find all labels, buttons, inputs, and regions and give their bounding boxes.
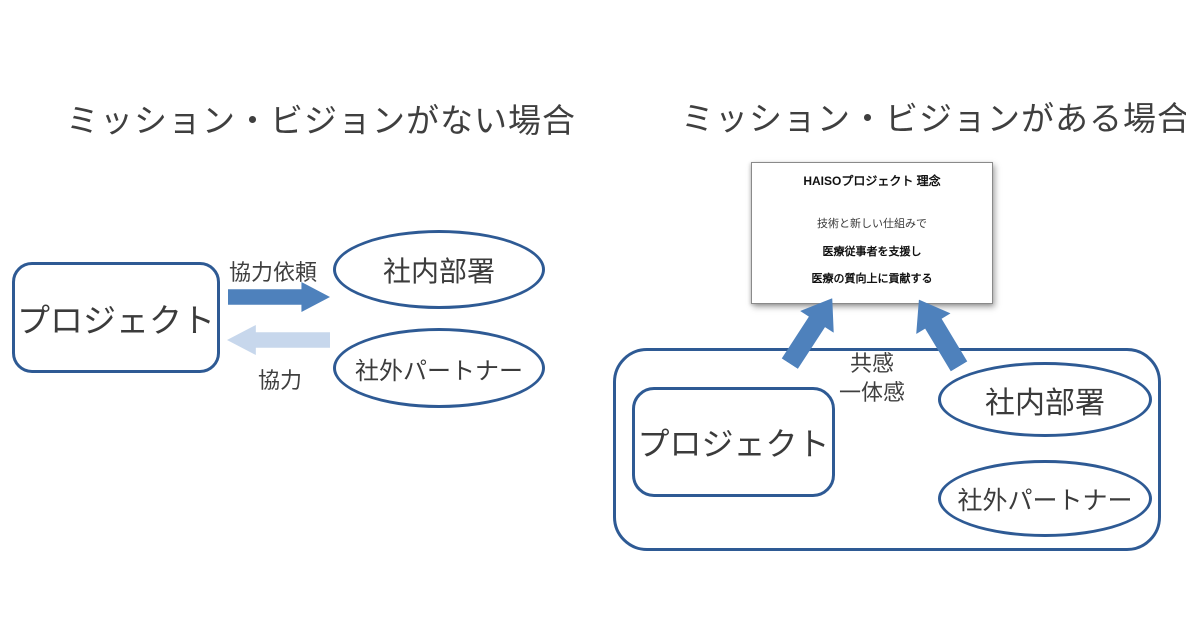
left-external-partner-ellipse: 社外パートナー	[333, 328, 545, 408]
right-project-box-label: プロジェクト	[637, 426, 830, 462]
right-external-partner-label: 社外パートナー	[957, 486, 1133, 515]
right-panel-title: ミッション・ビジョンがある場合	[681, 100, 1186, 137]
arrow-left-icon	[227, 325, 330, 355]
left-internal-dept-ellipse: 社内部署	[333, 230, 545, 309]
left-project-box-label: プロジェクト	[17, 301, 215, 339]
mission-box-line1: 技術と新しい仕組みで	[817, 218, 927, 230]
right-internal-dept-ellipse: 社内部署	[938, 362, 1152, 437]
left-project-box: プロジェクト	[12, 262, 220, 373]
mission-box-line2: 医療従事者を支援し	[822, 246, 922, 258]
team-container	[613, 348, 1161, 551]
right-external-partner-ellipse: 社外パートナー	[938, 460, 1152, 537]
mission-box-title: HAISOプロジェクト 理念	[803, 174, 941, 188]
right-internal-dept-label: 社内部署	[985, 386, 1105, 420]
left-internal-dept-label: 社内部署	[382, 255, 495, 287]
request-arrow-label: 協力依頼	[229, 260, 318, 285]
cooperation-arrow-label: 協力	[258, 368, 303, 393]
mission-statement-box: HAISOプロジェクト 理念 技術と新しい仕組みで 医療従事者を支援し 医療の質…	[751, 162, 993, 304]
empathy-label-line2: 一体感	[838, 380, 905, 405]
right-project-box: プロジェクト	[632, 387, 835, 497]
mission-box-line3: 医療の質向上に貢献する	[811, 273, 933, 285]
left-panel-title: ミッション・ビジョンがない場合	[66, 102, 576, 139]
empathy-label-line1: 共感	[849, 351, 894, 376]
left-external-partner-label: 社外パートナー	[355, 357, 523, 385]
